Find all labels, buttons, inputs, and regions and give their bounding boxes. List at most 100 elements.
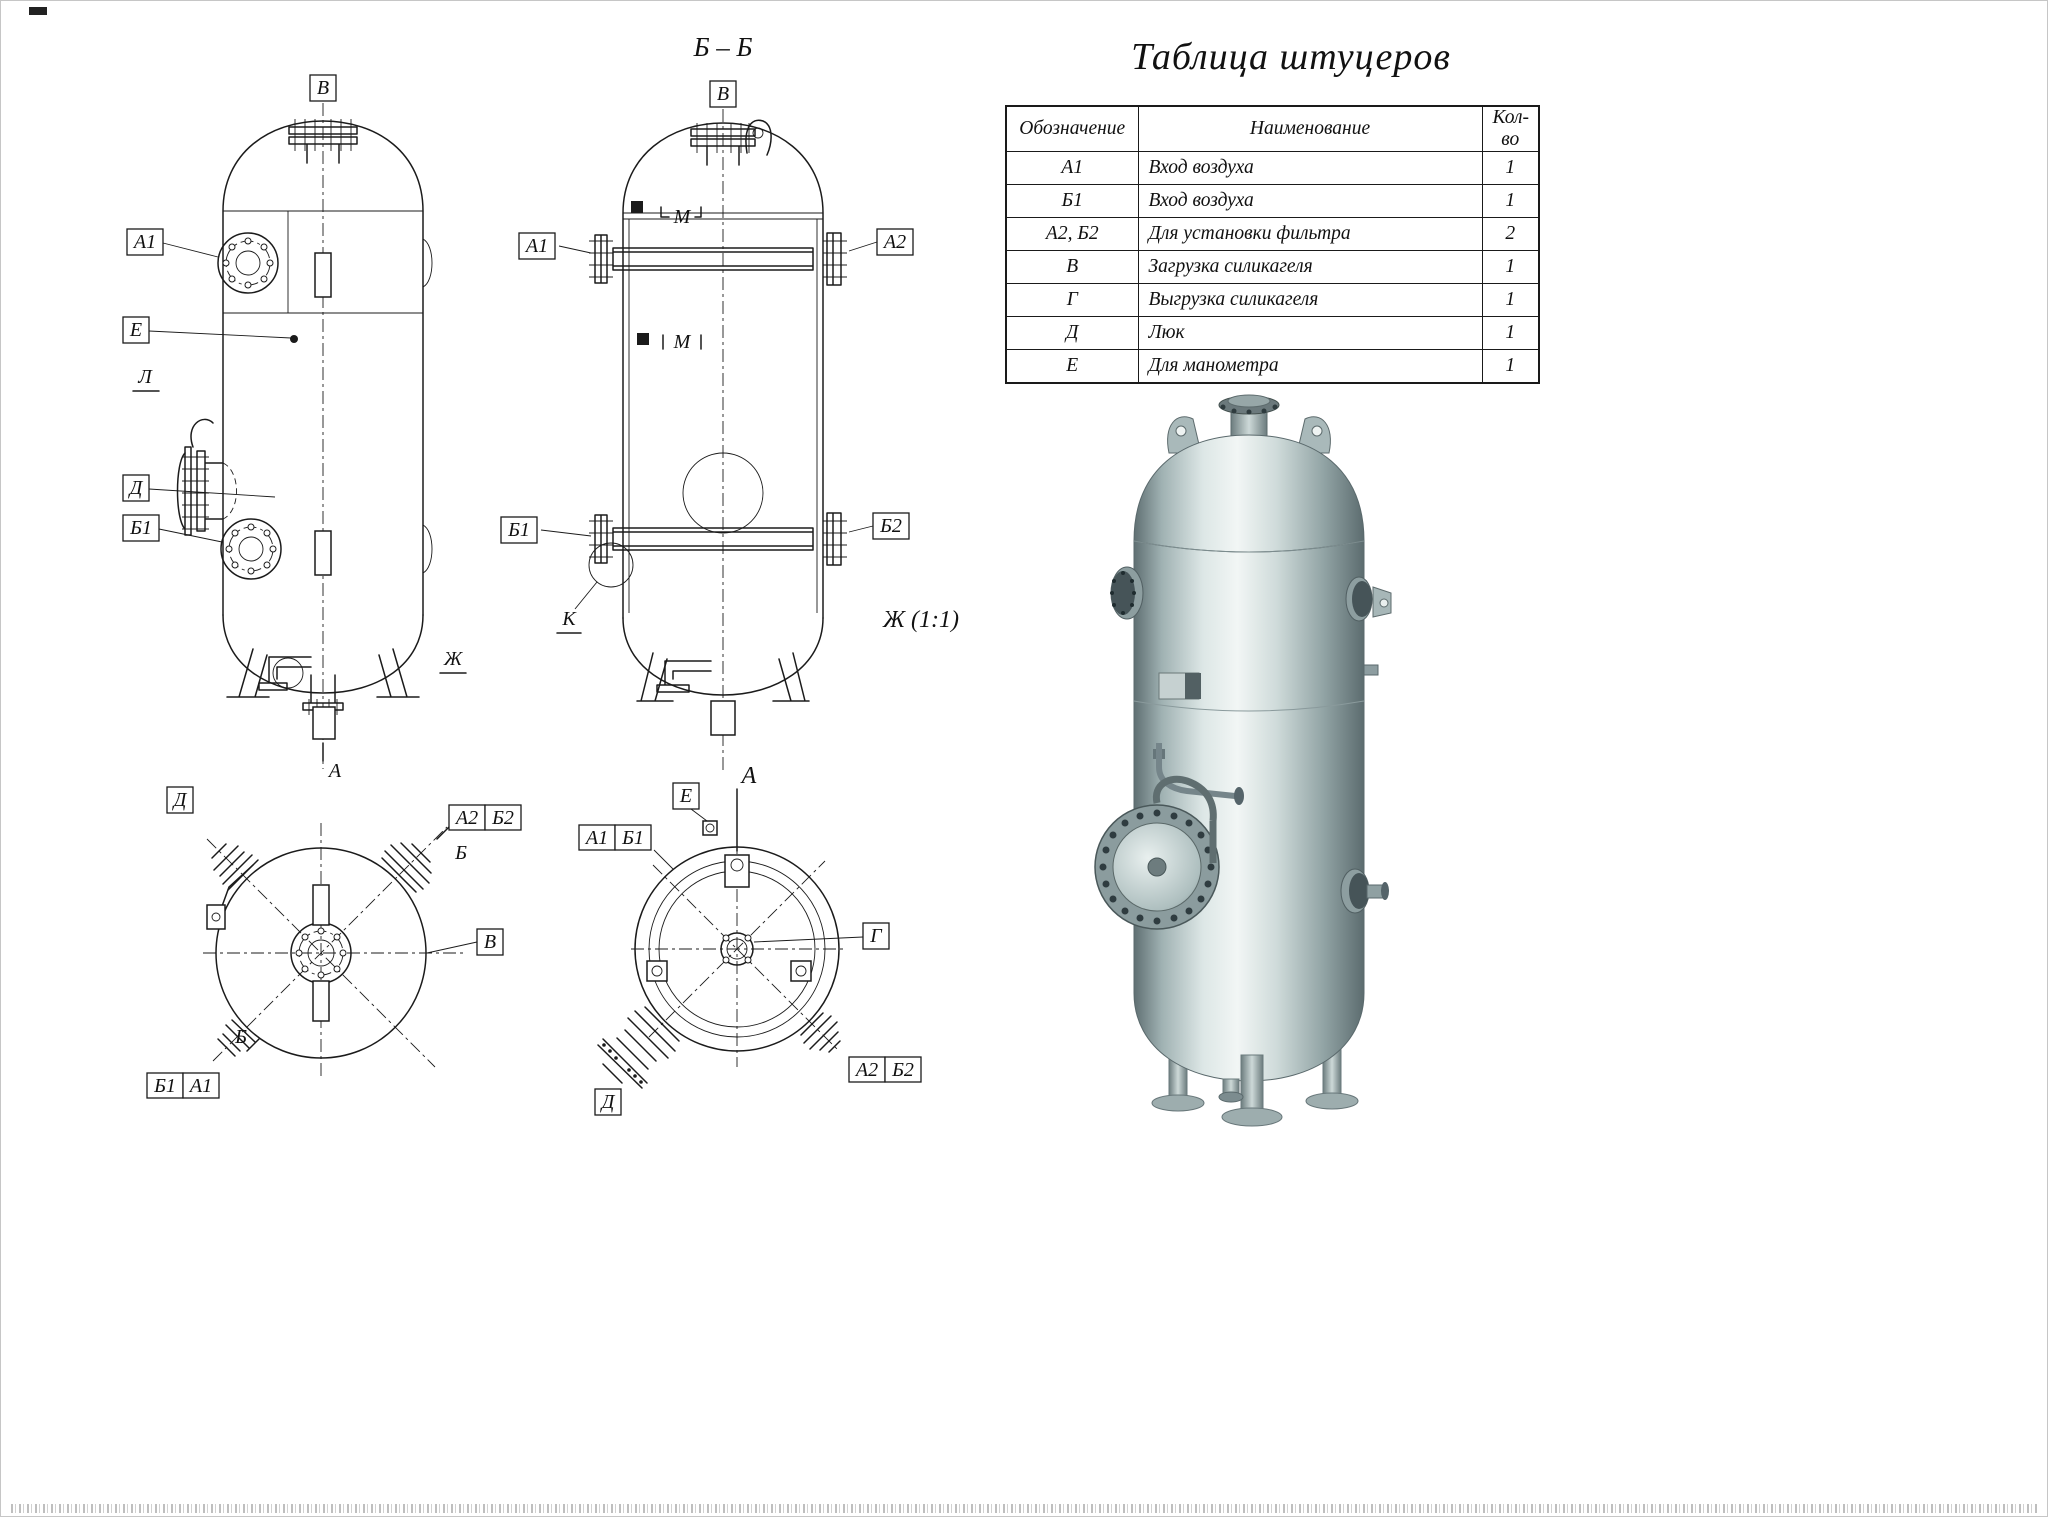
bottom-view: А — [578, 763, 922, 1116]
table-row: В Загрузка силикагеля 1 — [1005, 250, 1540, 284]
cell-designation: Е — [1005, 349, 1139, 383]
table-header-row: Обозначение Наименование Кол-во — [1005, 105, 1540, 152]
column-header-designation: Обозначение — [1005, 105, 1139, 152]
front-view: В А1 Е Л Д Б1 Ж А — [122, 74, 467, 782]
bottom-label-box-a2 — [848, 1056, 886, 1083]
section-marker-square-top — [631, 201, 643, 213]
top-cut-letter-top: Б — [454, 842, 467, 864]
cell-designation: Г — [1005, 283, 1139, 317]
front-label-e: Е — [129, 319, 142, 341]
column-header-name: Наименование — [1137, 105, 1483, 152]
section-manhole-opening — [682, 452, 764, 534]
table-row: А2, Б2 Для установки фильтра 2 — [1005, 217, 1540, 251]
cell-name: Вход воздуха — [1137, 184, 1483, 218]
front-drain-box — [312, 706, 336, 740]
section-label-box-b1 — [500, 516, 538, 544]
bottom-label-b1: Б1 — [621, 827, 644, 849]
top-label-v: В — [484, 931, 496, 953]
front-label-box-a1 — [126, 228, 164, 256]
cell-designation: А2, Б2 — [1005, 217, 1139, 251]
bottom-fitting-e — [702, 820, 718, 836]
sheet-bottom-microtext — [11, 1504, 2037, 1513]
cell-qty: 1 — [1481, 151, 1540, 185]
front-bottom-head — [222, 614, 424, 694]
section-marker-square-bottom — [637, 333, 649, 345]
cell-qty: 1 — [1481, 250, 1540, 284]
front-nozzle-b1 — [220, 518, 282, 580]
section-bottom-head — [622, 617, 824, 696]
section-label-v: В — [717, 83, 729, 105]
front-weld-seams — [223, 210, 423, 314]
cell-name: Люк — [1137, 316, 1483, 350]
top-label-box-a2 — [448, 804, 486, 831]
cell-designation: Б1 — [1005, 184, 1139, 218]
top-view: Д А2 Б2 Б В Б1 А1 Б — [146, 786, 522, 1099]
front-view-letter-l: Л — [137, 366, 153, 388]
bottom-foot-pad-left — [646, 960, 668, 982]
table-row: Е Для манометра 1 — [1005, 349, 1540, 383]
front-bottom-nozzle — [258, 656, 344, 715]
top-lug-upper — [312, 884, 330, 926]
bottom-center-drain-g — [720, 932, 754, 966]
bottom-label-box-e — [672, 782, 700, 810]
front-label-d: Д — [128, 477, 144, 499]
bottom-label-e: Е — [679, 785, 692, 807]
front-label-box-e — [122, 316, 150, 344]
cell-name: Вход воздуха — [1137, 151, 1483, 185]
section-detail-circle-k — [588, 542, 634, 588]
section-legs — [636, 652, 810, 702]
front-legs — [226, 648, 420, 698]
cell-qty: 1 — [1481, 316, 1540, 350]
table-row: А1 Вход воздуха 1 — [1005, 151, 1540, 185]
render-leg-front — [1240, 1054, 1264, 1116]
top-shell-circle — [215, 847, 427, 1059]
cell-qty: 1 — [1481, 184, 1540, 218]
section-top-nozzle — [690, 119, 772, 166]
cell-name: Для установки фильтра — [1137, 217, 1483, 251]
bottom-label-a2: А2 — [854, 1059, 878, 1081]
front-detail-letter-zh: Ж — [443, 648, 464, 670]
top-cut-letter-bottom: Б — [234, 1026, 247, 1048]
top-lug-lower — [312, 980, 330, 1022]
top-label-box-b2 — [484, 804, 522, 831]
cell-name: Выгрузка силикагеля — [1137, 283, 1483, 317]
cell-qty: 1 — [1481, 349, 1540, 383]
section-view: Б – Б М — [500, 32, 959, 773]
section-filter-upper — [589, 232, 847, 286]
bottom-label-box-d — [594, 1088, 622, 1116]
top-label-b2: Б2 — [491, 807, 514, 829]
table-row: Д Люк 1 — [1005, 316, 1540, 350]
section-label-b2: Б2 — [879, 515, 902, 537]
bottom-shell-circle — [634, 846, 840, 1052]
section-label-box-v — [709, 80, 737, 108]
section-label-m-bottom: М — [673, 331, 692, 353]
render-side-stub — [1363, 664, 1379, 676]
section-detail-label-zh-scale: Ж (1:1) — [882, 607, 959, 633]
render-nozzle-upper-left — [1110, 566, 1144, 620]
render-weld-seam — [1133, 700, 1365, 712]
cell-designation: В — [1005, 250, 1139, 284]
front-fitting-e — [290, 335, 298, 343]
front-side-nozzle-bumps — [422, 238, 433, 574]
top-label-a2: А2 — [454, 807, 478, 829]
cell-name: Для манометра — [1137, 349, 1483, 383]
top-cut-arrow-top — [436, 826, 450, 840]
bottom-label-a1: А1 — [584, 827, 608, 849]
bottom-label-b2: Б2 — [891, 1059, 914, 1081]
top-manhole-davit — [220, 864, 254, 910]
front-label-a1: А1 — [132, 231, 156, 253]
front-label-box-b1 — [122, 514, 160, 542]
cell-designation: Д — [1005, 316, 1139, 350]
bottom-view-letter-a: А — [740, 763, 757, 789]
section-label-m-top: М — [673, 206, 692, 228]
bottom-label-box-g — [862, 922, 890, 950]
front-nozzle-a1 — [217, 232, 279, 294]
table-row: Г Выгрузка силикагеля 1 — [1005, 283, 1540, 317]
vessel-3d-render — [1094, 394, 1392, 1127]
section-label-a1: А1 — [524, 235, 548, 257]
render-nozzle-upper-right — [1345, 576, 1392, 622]
front-label-b1: Б1 — [129, 517, 152, 539]
section-label-box-a1 — [518, 232, 556, 260]
